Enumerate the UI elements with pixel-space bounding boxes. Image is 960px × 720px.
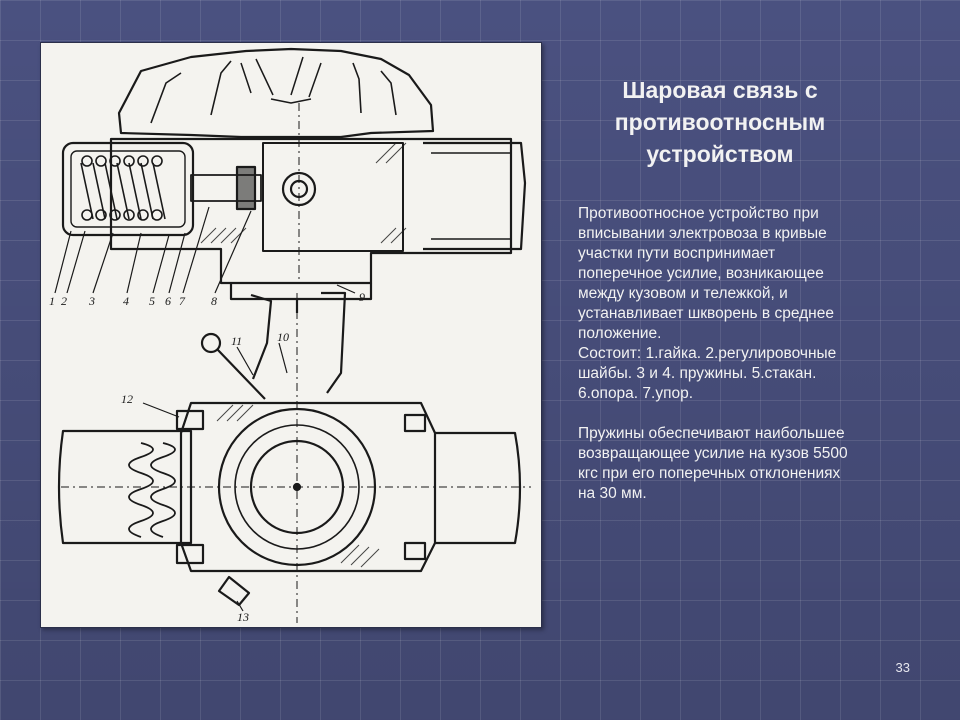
callout-5: 5: [149, 294, 155, 308]
paragraph-line: устанавливает шкворень в среднее: [578, 305, 834, 322]
lower-housing: [179, 401, 437, 573]
slide-title: Шаровая связь с противоотносным устройст…: [570, 74, 870, 170]
technical-drawing: 1 2 3 4 5 6 7 8 9 10 11 12 13: [40, 42, 542, 628]
upper-housing: [117, 47, 435, 139]
composition-line: шайбы. 3 и 4. пружины. 5.стакан.: [578, 365, 817, 382]
paragraph-line: Противоотносное устройство при: [578, 205, 819, 222]
right-barrel: [435, 431, 522, 545]
callout-12: 12: [121, 392, 133, 406]
paragraph-line: положение.: [578, 325, 662, 342]
callout-13: 13: [237, 610, 249, 624]
callout-9: 9: [359, 290, 365, 304]
callout-6: 6: [165, 294, 171, 308]
paragraph-line: между кузовом и тележкой, и: [578, 285, 788, 302]
callout-7: 7: [179, 294, 186, 308]
slide-body-text: Противоотносное устройство при вписывани…: [578, 204, 908, 504]
springs-line: Пружины обеспечивают наибольшее: [578, 425, 845, 442]
callout-11: 11: [231, 334, 242, 348]
composition-line: 6.опора. 7.упор.: [578, 385, 694, 402]
paragraph-line: участки пути воспринимает: [578, 245, 776, 262]
paragraph-line: поперечное усилие, возникающее: [578, 265, 824, 282]
callout-8: 8: [211, 294, 217, 308]
post-left: [250, 293, 273, 380]
post-right: [321, 291, 347, 394]
callout-2: 2: [61, 294, 67, 308]
title-line: Шаровая связь с: [622, 77, 818, 103]
upper-body: [109, 137, 513, 285]
title-line: устройством: [646, 141, 794, 167]
page-number: 33: [895, 660, 910, 675]
left-barrel: [57, 429, 193, 545]
paragraph-gap: [578, 404, 908, 424]
callout-10: 10: [277, 330, 289, 344]
composition-line: Состоит: 1.гайка. 2.регулировочные: [578, 345, 837, 362]
springs-line: на 30 мм.: [578, 485, 647, 502]
ball-joint-drawing-svg: 1 2 3 4 5 6 7 8 9 10 11 12 13: [49, 47, 531, 624]
paragraph-line: вписывании электровоза в кривые: [578, 225, 827, 242]
callout-4: 4: [123, 294, 129, 308]
spring-cup: [61, 141, 195, 237]
title-line: противоотносным: [614, 109, 826, 135]
callout-numbers: 1 2 3 4 5 6 7 8 9 10 11 12 13: [49, 290, 365, 624]
springs-line: кгс при его поперечных отклонениях: [578, 465, 841, 482]
springs-line: возвращающее усилие на кузов 5500: [578, 445, 848, 462]
right-cover: [423, 141, 527, 251]
callout-1: 1: [49, 294, 55, 308]
callout-3: 3: [88, 294, 95, 308]
